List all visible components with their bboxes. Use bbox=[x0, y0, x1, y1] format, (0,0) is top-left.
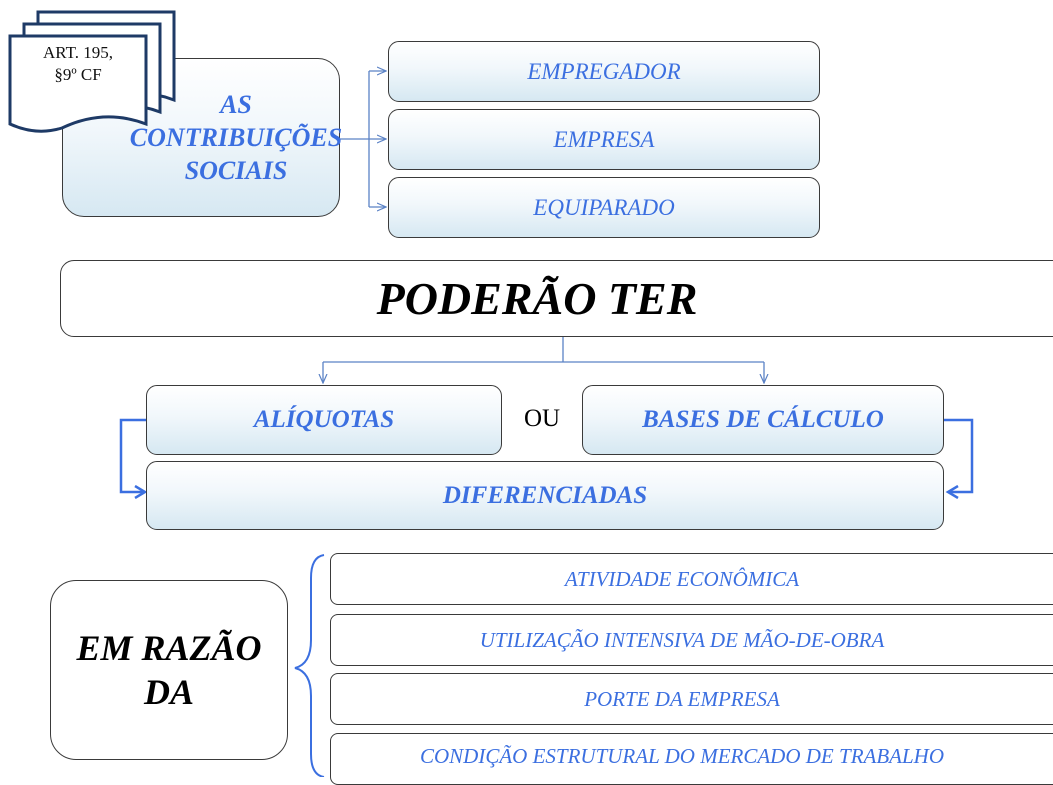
contributions-line-2: CONTRIBUIÇÕES bbox=[129, 123, 343, 152]
curly-brace bbox=[294, 554, 325, 777]
headline-box: PODERÃO TER bbox=[60, 260, 1053, 337]
rates-box: ALÍQUOTAS bbox=[146, 385, 502, 455]
reason-label-line-1: EM RAZÃO bbox=[76, 628, 262, 668]
reason-label-3: PORTE DA EMPRESA bbox=[584, 686, 780, 711]
reason-box-3: PORTE DA EMPRESA bbox=[330, 673, 1053, 725]
split-connector bbox=[323, 337, 764, 383]
reason-label-2: UTILIZAÇÃO INTENSIVA DE MÃO-DE-OBRA bbox=[479, 627, 885, 652]
branch-box-2: EMPRESA bbox=[388, 109, 820, 170]
bases-label: BASES DE CÁLCULO bbox=[642, 406, 884, 433]
document-icon: ART. 195, §9º CF bbox=[6, 8, 176, 133]
left-merge-arrow bbox=[119, 418, 146, 492]
reason-label-1: ATIVIDADE ECONÔMICA bbox=[564, 566, 800, 591]
branch-label-2: EMPRESA bbox=[553, 126, 655, 152]
or-connector: OU bbox=[523, 405, 561, 432]
rates-label: ALÍQUOTAS bbox=[253, 406, 395, 433]
branch-label-3: EQUIPARADO bbox=[533, 194, 675, 220]
branch-box-3: EQUIPARADO bbox=[388, 177, 820, 238]
contributions-box: AS CONTRIBUIÇÕES SOCIAIS bbox=[62, 58, 343, 217]
bases-box: BASES DE CÁLCULO bbox=[582, 385, 944, 455]
result-box: DIFERENCIADAS bbox=[146, 461, 944, 530]
document-label-line-2: §9º CF bbox=[54, 65, 102, 84]
branch-label-1: EMPREGADOR bbox=[527, 58, 681, 84]
branch-connector bbox=[340, 71, 386, 207]
contributions-line-3: SOCIAIS bbox=[184, 156, 288, 185]
reason-box-1: ATIVIDADE ECONÔMICA bbox=[330, 553, 1053, 605]
document-label-line-1: ART. 195, bbox=[43, 43, 113, 62]
reason-label-4: CONDIÇÃO ESTRUTURAL DO MERCADO DE TRABAL… bbox=[419, 744, 945, 768]
result-label: DIFERENCIADAS bbox=[442, 481, 648, 509]
right-merge-arrow bbox=[943, 418, 974, 492]
branch-box-1: EMPREGADOR bbox=[388, 41, 820, 102]
reason-label-line-2: DA bbox=[143, 672, 194, 712]
reason-label-box: EM RAZÃO DA bbox=[50, 580, 288, 760]
contributions-line-1: AS bbox=[220, 90, 252, 119]
reason-box-4: CONDIÇÃO ESTRUTURAL DO MERCADO DE TRABAL… bbox=[330, 733, 1053, 785]
reason-box-2: UTILIZAÇÃO INTENSIVA DE MÃO-DE-OBRA bbox=[330, 614, 1053, 666]
headline-text: PODERÃO TER bbox=[376, 273, 698, 324]
